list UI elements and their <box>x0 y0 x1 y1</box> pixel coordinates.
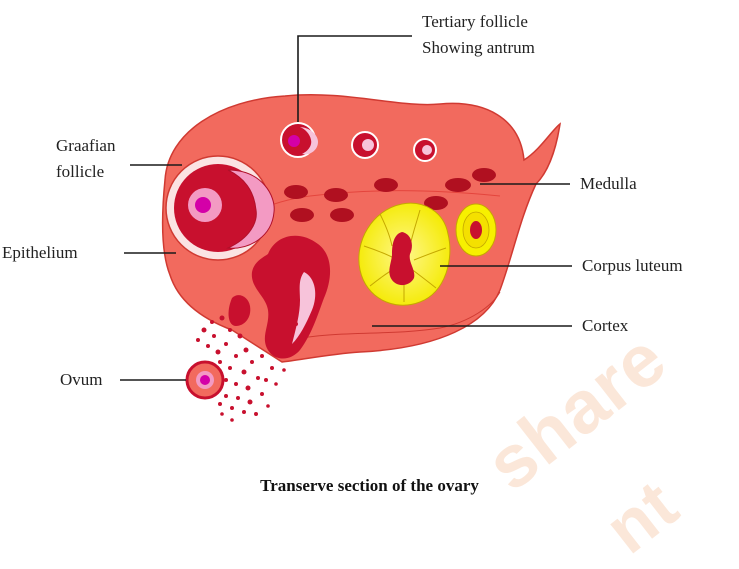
label-ovum: Ovum <box>60 370 103 390</box>
ovum <box>187 362 223 398</box>
label-showing-antrum: Showing antrum <box>422 38 535 58</box>
ovary-diagram: Tertiary follicle Showing antrum Graafia… <box>0 0 739 516</box>
label-medulla: Medulla <box>580 174 637 194</box>
label-corpus-luteum: Corpus luteum <box>582 256 683 276</box>
diagram-caption: Transerve section of the ovary <box>0 476 739 496</box>
label-follicle: follicle <box>56 162 104 182</box>
label-epithelium: Epithelium <box>2 243 78 263</box>
primary-follicle <box>414 139 436 161</box>
corpus-luteum-small <box>456 204 496 256</box>
primary-follicle <box>352 132 378 158</box>
label-tertiary-follicle: Tertiary follicle <box>422 12 528 32</box>
label-graafian: Graafian <box>56 136 115 156</box>
